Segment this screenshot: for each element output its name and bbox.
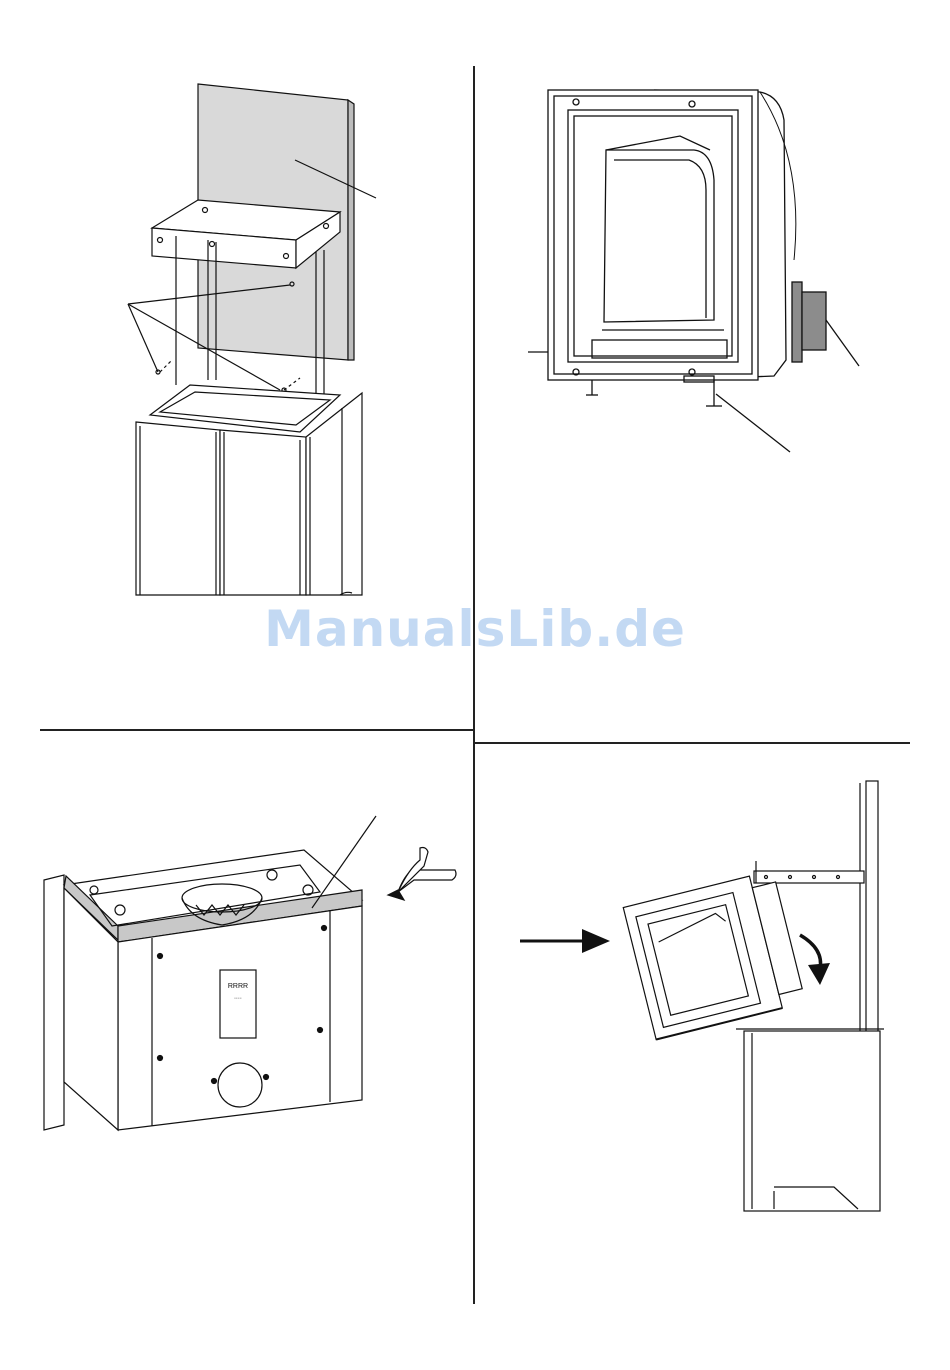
nameplate-line1: RRRR: [228, 983, 248, 990]
insert-placement-illustration: [474, 743, 950, 1310]
casing-cut-illustration: RRRR ∙∙∙∙: [0, 730, 474, 1310]
watermark: ManualsLib.de: [0, 600, 950, 658]
cutter-icon: [388, 848, 456, 901]
nameplate-line2: ∙∙∙∙: [234, 995, 242, 1002]
